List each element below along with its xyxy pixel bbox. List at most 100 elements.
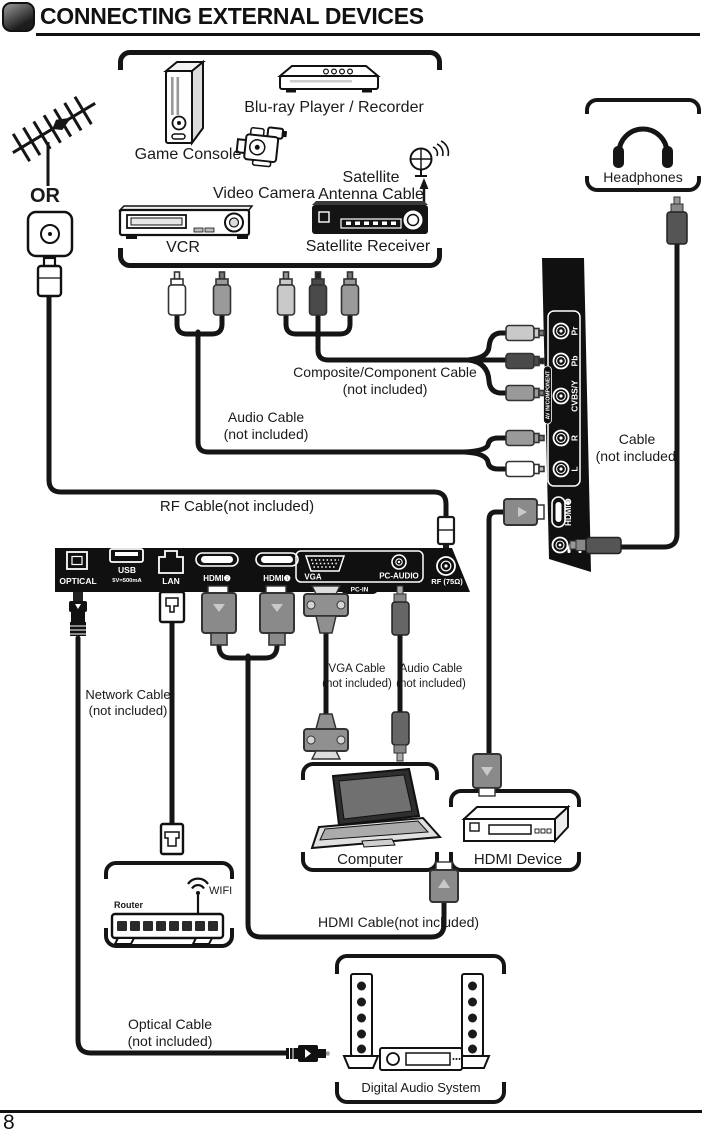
or-label: OR	[30, 185, 60, 207]
vcr-illustration	[118, 205, 254, 239]
lan-plug-down	[159, 822, 185, 856]
pc-audio-plug-down	[391, 711, 410, 762]
video-camera-illustration	[235, 126, 288, 168]
port-label-l: L	[570, 466, 580, 471]
optical-cable-label-2: (not included)	[127, 1033, 213, 1049]
port-label-cvbs: CVBS/Y	[570, 380, 580, 412]
lan-plug-up	[158, 590, 186, 624]
router-illustration	[110, 877, 225, 945]
port-label-hdmi3: HDMI❸	[564, 498, 573, 526]
hdmi3-plug	[503, 498, 545, 526]
bluray-illustration	[277, 65, 381, 93]
page-number: 8	[3, 1111, 15, 1134]
video-camera-label: Video Camera	[213, 185, 315, 202]
lan-port-label: LAN	[162, 576, 179, 586]
title-underline	[36, 33, 700, 36]
page-title: CONNECTING EXTERNAL DEVICES	[40, 3, 424, 29]
tv-bottom-panel: OPTICAL USB 5V=500mA LAN HDMI❷ HDMI❶ VGA…	[55, 548, 470, 594]
game-console-label: Game Console	[134, 146, 242, 163]
wifi-label: WIFI	[209, 885, 233, 897]
hdmi-device-label: HDMI Device	[473, 851, 563, 868]
satellite-receiver-illustration	[312, 201, 428, 234]
computer-label: Computer	[337, 851, 403, 868]
audio-system-bracket-bottom	[335, 1082, 506, 1104]
antenna-icon	[11, 96, 96, 186]
pc-in-label: PC-IN	[351, 587, 369, 594]
rf-port-label: RF (75Ω)	[431, 577, 463, 586]
av-in-component-label: AV IN/COMPONENT	[546, 370, 552, 419]
audio-rca-plugs-up	[167, 271, 232, 316]
headphone-plug-into-jack	[569, 536, 622, 555]
pc-audio-cable-label-1: Audio Cable	[399, 663, 463, 675]
router-label: Router	[114, 900, 143, 910]
satellite-dish-icon	[409, 140, 450, 177]
composite-cable-label-2: (not included)	[342, 381, 428, 397]
audio-rca-plugs-right	[505, 429, 545, 478]
audio-system-bracket-top	[335, 954, 506, 974]
headphone-cable	[619, 240, 680, 550]
footer-rule	[0, 1110, 702, 1113]
port-label-pr: Pr	[570, 326, 580, 336]
digital-audio-system-label: Digital Audio System	[361, 1080, 481, 1095]
usb-rating-label: 5V=500mA	[112, 578, 142, 584]
hdmi3-cable	[486, 509, 509, 757]
optical-plug-right	[286, 1045, 330, 1062]
bluray-label: Blu-ray Player / Recorder	[244, 99, 424, 116]
port-label-r: R	[570, 435, 580, 441]
headphones-label: Headphones	[603, 169, 683, 185]
rf-cable-label: RF Cable(not included)	[159, 498, 315, 515]
hdmi-device-illustration	[461, 804, 571, 844]
digital-audio-system-illustration	[342, 973, 491, 1071]
vga-plug-down	[303, 713, 349, 760]
game-console-illustration	[163, 59, 206, 147]
computer-bracket-top	[301, 762, 439, 780]
hdmi-cable	[245, 653, 447, 940]
source-devices-bracket-top	[118, 50, 442, 70]
side-cable-label-2: (not included)	[595, 448, 681, 464]
computer-illustration	[310, 767, 443, 850]
headphones-bracket-bottom	[585, 176, 701, 192]
optical-port-label: OPTICAL	[59, 576, 96, 586]
hdmi-plug-down-into-device	[472, 753, 502, 797]
hdmi1-plug-up	[259, 585, 295, 646]
rf-plug	[436, 515, 456, 549]
headphone-plug	[666, 196, 688, 245]
pc-audio-cable-label-2: (not included)	[396, 678, 466, 690]
router-bracket-bottom	[104, 928, 234, 948]
audio-cable-label-2: (not included)	[223, 426, 309, 442]
optical-cable	[75, 635, 289, 1056]
audio-cable-label-1: Audio Cable	[227, 409, 305, 425]
network-cable-label-1: Network Cable	[85, 687, 171, 702]
cables	[46, 240, 680, 1056]
hdmi2-plug-up	[201, 585, 237, 646]
section-bullet-icon	[2, 2, 35, 32]
hdmi2-port-label: HDMI❷	[203, 574, 231, 583]
pc-audio-port-label: PC-AUDIO	[379, 572, 419, 581]
source-devices-bracket-bottom	[118, 248, 442, 268]
vga-port-label: VGA	[304, 573, 322, 582]
network-cable-label-2: (not included)	[88, 703, 168, 718]
optical-plug-up	[69, 592, 87, 636]
side-cable-label-1: Cable	[618, 431, 656, 447]
rf-cable	[46, 293, 449, 520]
hdmi-device-bracket-top	[449, 789, 581, 807]
satellite-receiver-label: Satellite Receiver	[305, 238, 431, 255]
vcr-label: VCR	[166, 239, 200, 256]
optical-cable-label-1: Optical Cable	[127, 1016, 213, 1032]
vga-cable-label-2: (not included)	[322, 678, 392, 690]
antenna-wall-socket	[26, 210, 74, 258]
usb-port-label: USB	[118, 565, 136, 575]
component-rca-plugs-up	[276, 271, 360, 316]
satellite-cable-label-2: Antenna Cable	[318, 186, 424, 203]
headphones-icon	[613, 126, 673, 168]
vga-cable-label-1: VGA Cable	[328, 663, 386, 675]
component-rca-plugs-right	[505, 324, 545, 402]
hdmi1-port-label: HDMI❶	[263, 574, 291, 583]
headphones-bracket-top	[585, 98, 701, 114]
vga-plug-up	[303, 585, 349, 634]
pc-audio-plug-up	[391, 585, 410, 636]
hdmi-cable-label: HDMI Cable(not included)	[318, 914, 480, 930]
antenna-plug	[36, 256, 63, 298]
